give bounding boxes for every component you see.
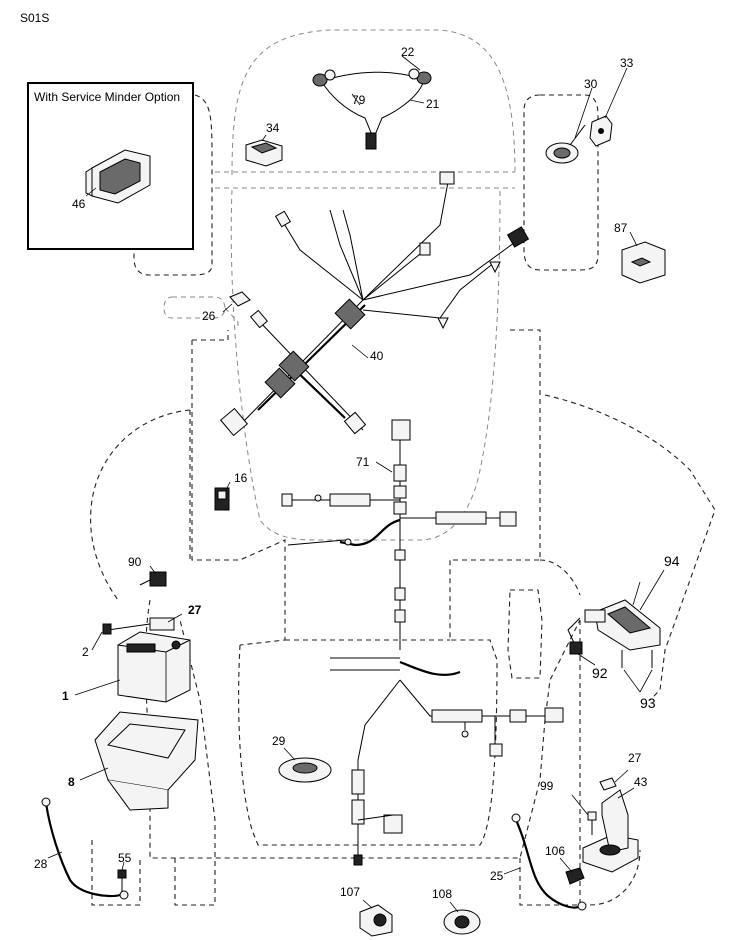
callout-94: 94 [664,553,680,569]
battery-tray-8 [94,711,199,811]
callout-27-top: 27 [188,603,202,617]
seat-switch-outline [507,589,543,679]
callout-99: 99 [540,779,554,793]
callout-90: 90 [128,555,142,569]
callout-79: 79 [352,93,366,107]
callout-71: 71 [356,455,370,469]
main-harness-40 [219,171,530,437]
part-92-switch [567,609,606,655]
part-30-key-switch [545,124,586,164]
callout-22: 22 [401,45,415,59]
service-minder-part [85,149,151,204]
hood-outline [215,29,516,541]
part-94-bracket [594,599,661,651]
callout-43: 43 [634,775,648,789]
callout-55: 55 [118,851,132,865]
callout-107: 107 [340,885,360,899]
callout-16: 16 [234,471,248,485]
callout-27-right: 27 [628,751,642,765]
dash-region-right [523,94,599,271]
part-87-relay [621,241,666,284]
part-99-screw [587,811,597,835]
callout-40: 40 [370,349,384,363]
part-93-screws [621,650,653,668]
part-107-solenoid [359,904,393,937]
harness-71 [281,419,517,650]
callout-28: 28 [34,857,48,871]
callout-34: 34 [266,121,280,135]
part-90-sensor [139,571,167,587]
part-55-bolt [117,869,127,892]
callout-108: 108 [432,887,452,901]
callout-87: 87 [614,221,628,235]
part-29-disc [278,757,332,783]
inset-title: With Service Minder Option [34,90,180,104]
callout-21: 21 [426,97,440,111]
callout-106: 106 [545,844,565,858]
part-34-switch [245,139,283,167]
dash-region-left [133,94,213,276]
part-108-starter [443,909,481,935]
headlight-harness [312,68,432,150]
chassis-outline [90,329,716,906]
part-27-nut [599,777,617,791]
callout-25: 25 [490,869,504,883]
dash-region-26 [163,296,239,330]
callout-2: 2 [82,645,89,659]
part-16-connector [214,487,230,511]
rear-harness [330,657,564,866]
callout-46: 46 [72,197,86,211]
part-43-bracket [582,789,639,873]
callout-1: 1 [62,689,69,703]
callout-26: 26 [202,309,216,323]
callout-33: 33 [620,56,634,70]
part-106-clip [565,867,585,885]
callout-8: 8 [68,775,75,789]
callout-93: 93 [640,695,656,711]
part-33-switch [589,115,613,147]
page-code: S01S [20,11,49,25]
battery-1 [117,631,191,703]
battery-bolt [102,617,175,635]
cable-25 [511,813,587,911]
callout-30: 30 [584,77,598,91]
service-minder-inset: With Service Minder Option 46 [27,82,194,250]
cable-28 [41,797,129,900]
callout-29: 29 [272,734,286,748]
callout-92: 92 [592,665,608,681]
